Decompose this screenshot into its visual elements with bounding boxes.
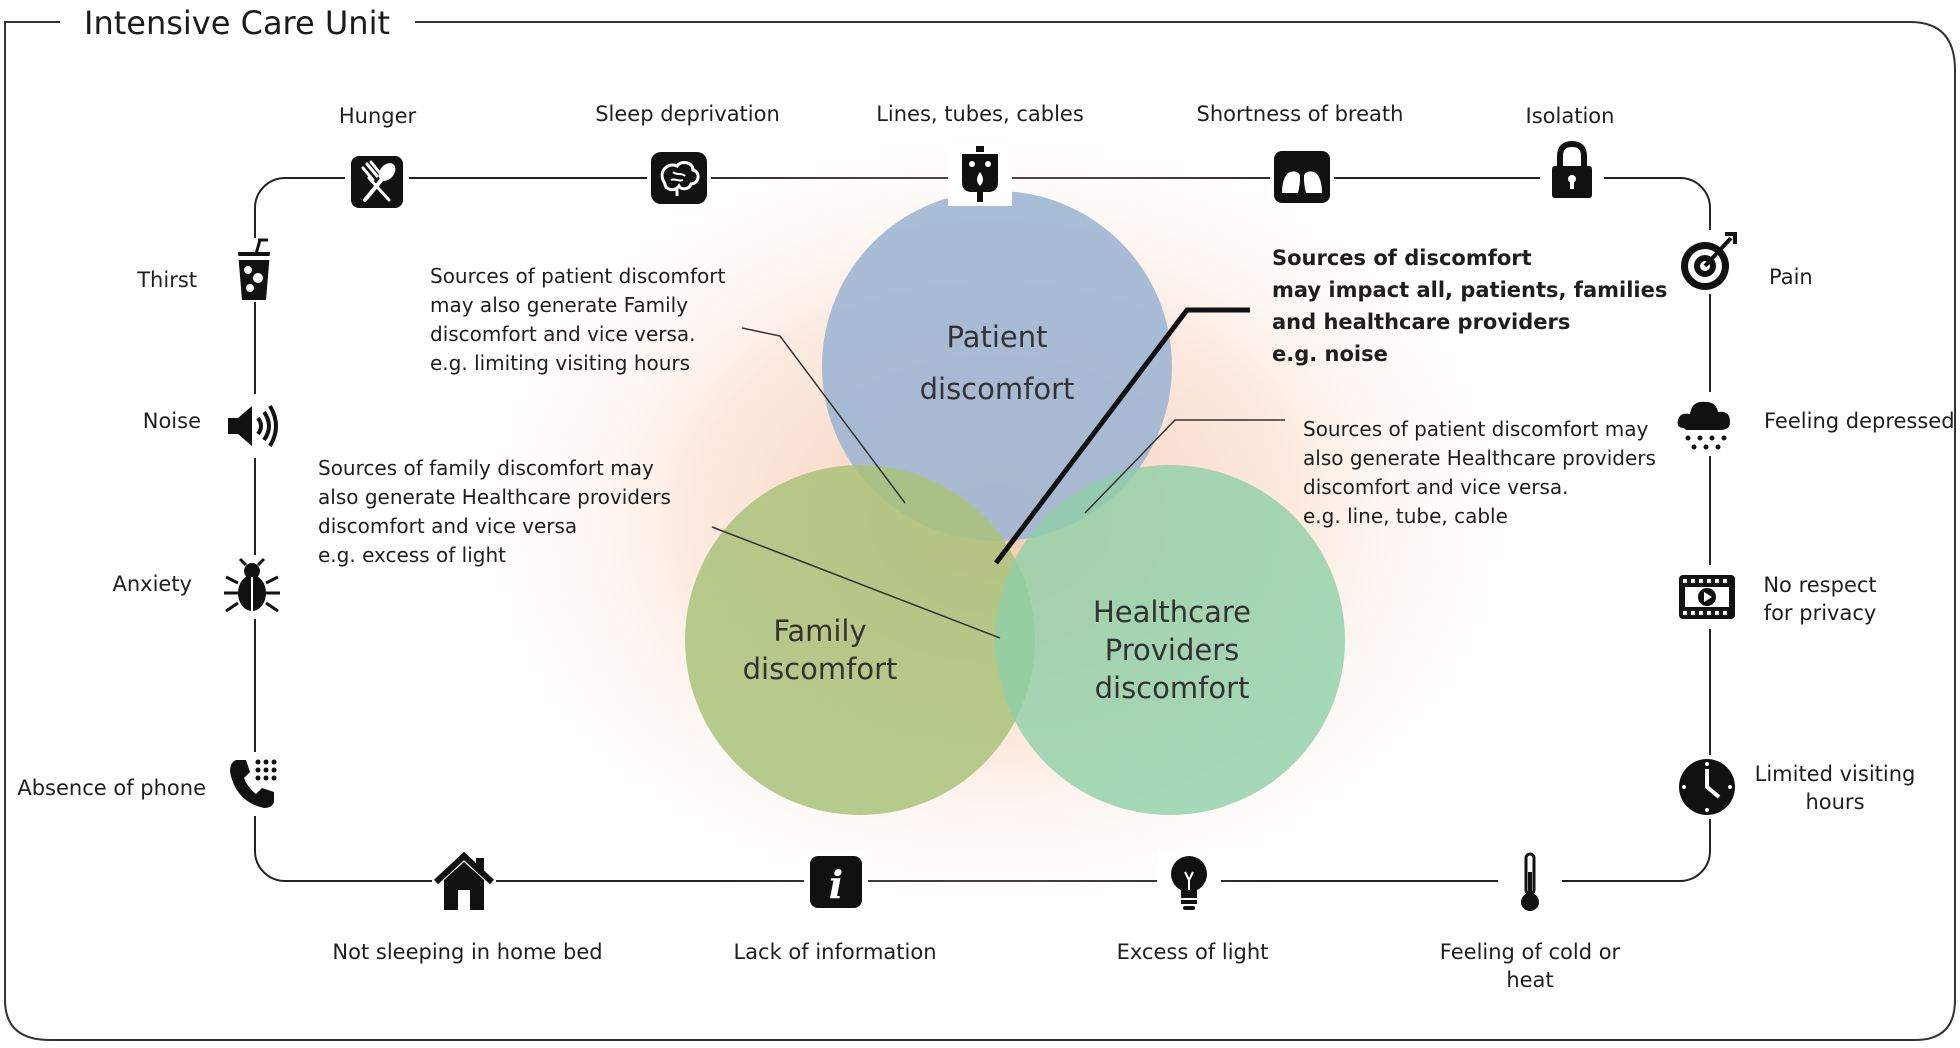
video-icon — [1675, 565, 1739, 629]
factor-light-label: Excess of light — [1116, 940, 1269, 964]
leader-patient-family — [741, 327, 906, 504]
speaker-icon — [220, 394, 284, 458]
clock-icon — [1675, 755, 1739, 819]
factor-noise-label: Noise — [142, 409, 201, 433]
factor-homebed-label: Not sleeping in home bed — [332, 940, 603, 964]
factor-sleep-label: Sleep deprivation — [595, 102, 780, 126]
factor-info-label: Lack of information — [733, 940, 937, 964]
outer-frame — [3, 21, 1956, 1041]
factor-pain-label: Pain — [1769, 265, 1813, 289]
lightbulb-icon — [1157, 850, 1221, 914]
factor-thirst-label: Thirst — [137, 268, 197, 292]
brain-icon — [647, 146, 711, 210]
factor-hunger-label: Hunger — [338, 104, 417, 128]
house-icon — [432, 850, 496, 914]
factor-anxiety-label: Anxiety — [112, 572, 192, 596]
factor-breath-label: Shortness of breath — [1196, 102, 1404, 126]
factor-isolation-label: Isolation — [1525, 104, 1615, 128]
lungs-icon — [1270, 145, 1334, 209]
target-icon — [1675, 230, 1739, 294]
padlock-icon — [1540, 138, 1604, 202]
drink-cup-icon — [222, 238, 286, 302]
providers-circle — [995, 465, 1345, 815]
patient-circle — [822, 191, 1172, 541]
factor-lines-label: Lines, tubes, cables — [876, 102, 1084, 126]
thermometer-icon — [1498, 850, 1562, 914]
iv-bag-icon — [948, 142, 1012, 206]
leader-family-providers — [711, 526, 1001, 639]
fork-knife-icon — [345, 150, 409, 214]
svg-text:i: i — [829, 862, 843, 907]
leader-all — [994, 307, 1250, 565]
factor-phone-label: Absence of phone — [17, 776, 206, 800]
bug-icon — [220, 555, 284, 619]
rain-cloud-icon — [1672, 392, 1736, 456]
page-title: Intensive Care Unit — [80, 4, 394, 42]
factor-depressed-label: Feeling depressed — [1764, 409, 1955, 433]
phone-icon — [222, 752, 286, 816]
leader-patient-providers — [1084, 419, 1285, 514]
family-circle — [685, 465, 1035, 815]
info-icon: i — [804, 850, 868, 914]
